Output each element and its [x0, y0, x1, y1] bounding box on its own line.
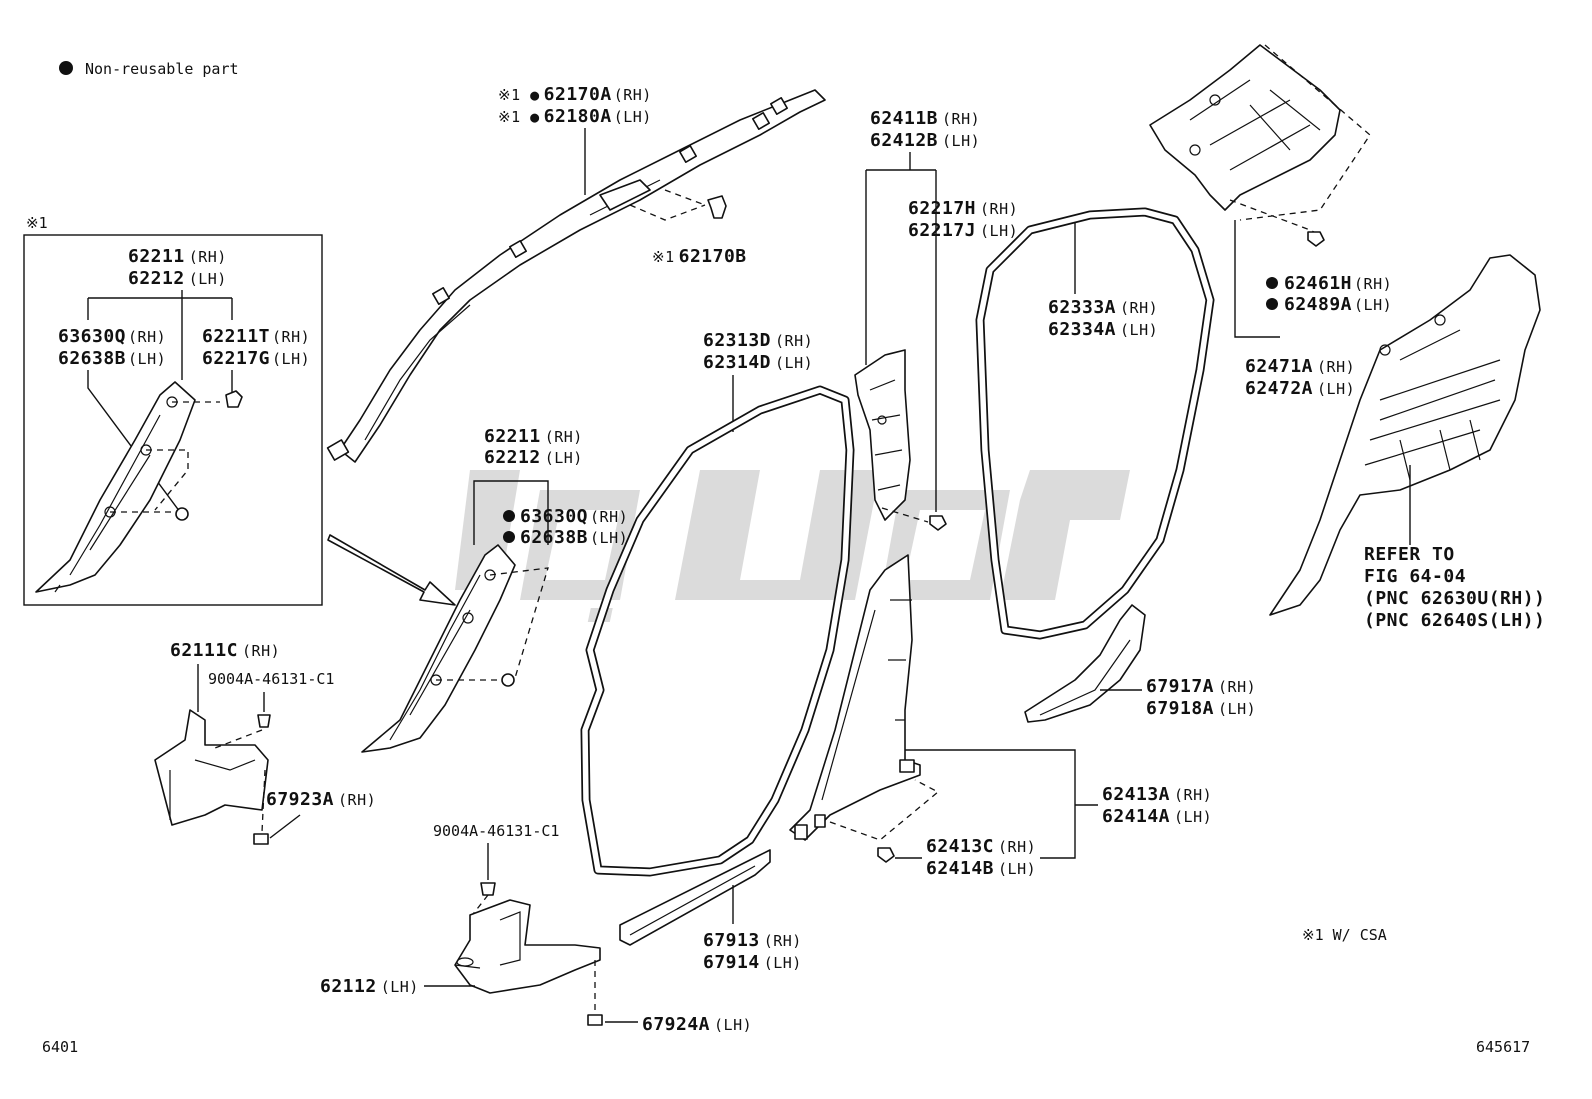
- clip-62461H-icon: [1307, 231, 1325, 247]
- label-62217J: 62217J(LH): [908, 220, 1018, 241]
- label-62180A: ※1 ●62180A(LH): [498, 106, 652, 127]
- label-62334A: 62334A(LH): [1048, 319, 1158, 340]
- legend-text: Non-reusable part: [85, 60, 239, 78]
- label-62112: 62112(LH): [320, 976, 419, 997]
- figure-number-left: 6401: [42, 1038, 78, 1056]
- label-inset-63630Q: 63630Q(RH): [58, 326, 166, 347]
- label-62170A: ※1 ●62170A(RH): [498, 84, 652, 105]
- label-main-63630Q: 63630Q(RH): [520, 506, 628, 527]
- label-62414B: 62414B(LH): [926, 858, 1036, 879]
- label-62489A: 62489A(LH): [1284, 294, 1392, 315]
- arrow-icon: [327, 534, 456, 606]
- label-62333A: 62333A(RH): [1048, 297, 1158, 318]
- label-clip-lower: 9004A-46131-C1: [433, 822, 559, 840]
- label-67913: 67913(RH): [703, 930, 802, 951]
- label-62217H: 62217H(RH): [908, 198, 1018, 219]
- clip-62211T-icon: [225, 390, 243, 408]
- label-inset-62211T: 62211T(RH): [202, 326, 310, 347]
- rear-scuff-plate: [1024, 604, 1146, 723]
- label-62413C: 62413C(RH): [926, 836, 1036, 857]
- label-main-62211: 62211(RH): [484, 426, 583, 447]
- rear-door-weatherstrip: [975, 207, 1215, 640]
- clip-main-63630Q-icon: [501, 673, 515, 687]
- label-67923A: 67923A(RH): [266, 789, 376, 810]
- upper-center-pillar: [854, 349, 947, 531]
- lower-center-pillar: [789, 554, 940, 863]
- label-inset-62638B: 62638B(LH): [58, 348, 166, 369]
- label-62413A: 62413A(RH): [1102, 784, 1212, 805]
- front-scuff-plate: [619, 849, 771, 946]
- label-main-62638B: 62638B(LH): [520, 527, 628, 548]
- label-62411B: 62411B(RH): [870, 108, 980, 129]
- label-62472A: 62472A(LH): [1245, 378, 1355, 399]
- refer-line2: FIG 64-04: [1364, 566, 1466, 587]
- label-62313D: 62313D(RH): [703, 330, 813, 351]
- label-main-62212: 62212(LH): [484, 447, 583, 468]
- cowl-trim-rh: [154, 709, 271, 845]
- label-62471A: 62471A(RH): [1245, 356, 1355, 377]
- inset-mark: ※1: [26, 214, 48, 232]
- label-inset-62217G: 62217G(LH): [202, 348, 310, 369]
- bolt-62170B-icon: [707, 195, 727, 219]
- clip-upper-icon: [257, 714, 271, 728]
- quarter-trim-panel: [1269, 254, 1541, 616]
- legend: Non-reusable part: [59, 60, 239, 78]
- clip-lower-icon: [480, 882, 496, 896]
- label-inset-62211: 62211(RH): [128, 246, 227, 267]
- label-62461H: 62461H(RH): [1284, 273, 1392, 294]
- label-67914: 67914(LH): [703, 952, 802, 973]
- front-door-weatherstrip: [580, 385, 855, 877]
- clip-62217H-icon: [929, 515, 947, 531]
- front-pillar-garnish: [361, 544, 549, 753]
- footnote: ※1 W/ CSA: [1302, 926, 1387, 944]
- cowl-trim-lh: [454, 882, 603, 1026]
- curtain-airbag: [326, 89, 826, 463]
- inset-pillar-garnish: [35, 381, 243, 593]
- label-62314D: 62314D(LH): [703, 352, 813, 373]
- label-67917A: 67917A(RH): [1146, 676, 1256, 697]
- label-62412B: 62412B(LH): [870, 130, 980, 151]
- roof-side-garnish: [1149, 44, 1371, 247]
- refer-line4: (PNC 62640S(LH)): [1364, 610, 1545, 631]
- watermark-logo: [455, 470, 1130, 622]
- non-reusable-bullet-icon: [59, 61, 73, 75]
- refer-line1: REFER TO: [1364, 544, 1455, 565]
- inset-box: [23, 234, 323, 606]
- label-62111C: 62111C(RH): [170, 640, 280, 661]
- label-67924A: 67924A(LH): [642, 1014, 752, 1035]
- label-67918A: 67918A(LH): [1146, 698, 1256, 719]
- clip-63630Q-icon: [175, 507, 189, 521]
- refer-line3: (PNC 62630U(RH)): [1364, 588, 1545, 609]
- figure-number-right: 645617: [1476, 1038, 1530, 1056]
- label-inset-62212: 62212(LH): [128, 268, 227, 289]
- label-clip-upper: 9004A-46131-C1: [208, 670, 334, 688]
- clip-62413C-icon: [877, 847, 895, 863]
- label-62414A: 62414A(LH): [1102, 806, 1212, 827]
